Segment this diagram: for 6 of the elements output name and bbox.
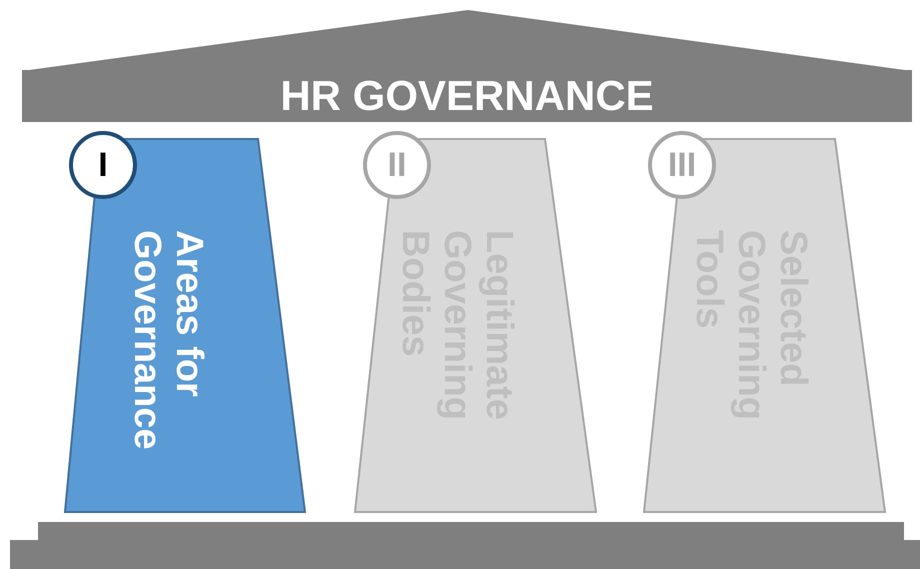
roof-title: HR GOVERNANCE — [280, 75, 654, 117]
roman-numeral: II — [388, 148, 406, 182]
roof-band — [22, 70, 912, 122]
roman-numeral: I — [98, 148, 108, 182]
pillar-label: Areas for Governance — [126, 230, 210, 452]
roman-numeral: III — [668, 148, 696, 182]
